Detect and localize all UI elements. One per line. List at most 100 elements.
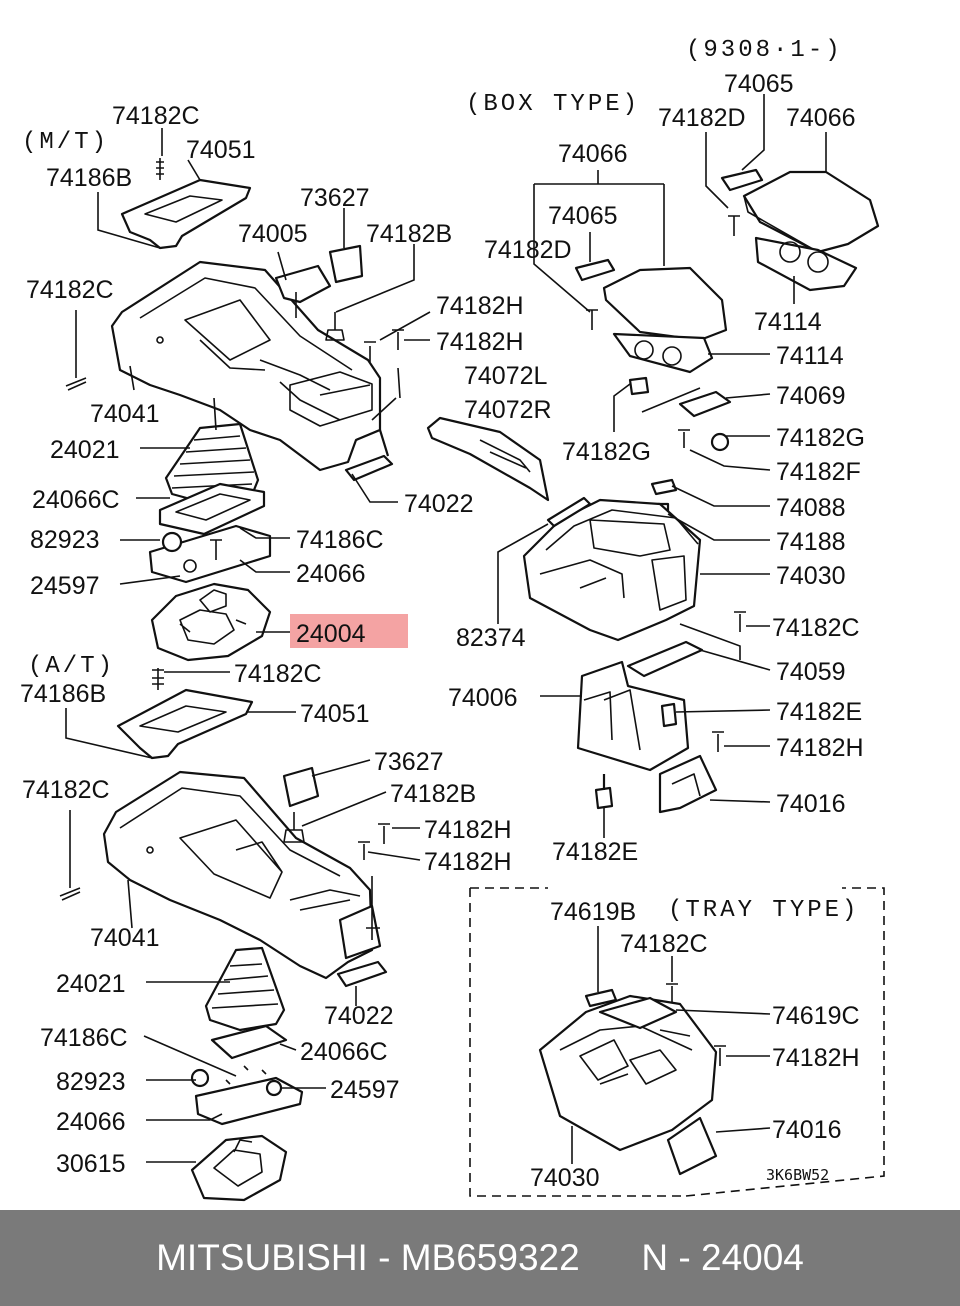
part-label: 24066C <box>300 1038 388 1066</box>
part-24004 <box>150 582 272 662</box>
part-label: 74072L <box>464 362 548 390</box>
tray-type-frame <box>469 887 885 1197</box>
footer-brand: MITSUBISHI <box>156 1237 368 1278</box>
part-label: 74186C <box>40 1024 128 1052</box>
footer-ref: N - 24004 <box>641 1237 804 1278</box>
part-label: 74030 <box>530 1164 600 1192</box>
screw-icon <box>728 215 740 236</box>
part-label: 74051 <box>186 136 256 164</box>
part-label: 82374 <box>456 624 526 652</box>
section-label-box-type: (BOX TYPE) <box>466 91 640 118</box>
screw-icon <box>59 810 81 901</box>
part-label: 74182E <box>776 698 862 726</box>
plate-slot <box>139 705 227 733</box>
part-74059 <box>626 640 704 678</box>
bracket-74016-tray <box>666 1116 718 1176</box>
footer-bar: MITSUBISHI - MB659322 N - 24004 <box>0 1210 960 1306</box>
cup-hole <box>807 251 829 273</box>
screw-icon <box>152 668 164 690</box>
part-label: 74182E <box>552 838 638 866</box>
part-label: 74182C <box>22 776 110 804</box>
part-label: 74041 <box>90 400 160 428</box>
part-label: 74182D <box>658 104 746 132</box>
tray-74114-rear <box>754 236 858 292</box>
strip-74072 <box>426 416 550 502</box>
part-label: 74069 <box>776 382 846 410</box>
part-label: 74182C <box>772 614 860 642</box>
part-label: 74016 <box>772 1116 842 1144</box>
part-74006 <box>576 660 690 772</box>
leader-lines <box>65 94 827 1164</box>
part-label: 74182H <box>436 328 524 356</box>
footer-gap <box>580 1237 642 1279</box>
part-label: 74182G <box>562 438 651 466</box>
screw-icon <box>378 823 390 844</box>
part-label: 74065 <box>724 70 794 98</box>
bracket-74005 <box>274 264 332 304</box>
bracket-74022-mt <box>344 428 394 482</box>
part-label: 24066 <box>56 1108 126 1136</box>
at-assembly <box>59 668 390 1202</box>
part-label: 74114 <box>754 308 822 336</box>
part-label: 74619C <box>772 1002 860 1030</box>
part-label: 74182F <box>776 458 861 486</box>
part-label: 74182C <box>112 102 200 130</box>
screw-icon <box>734 611 746 632</box>
lid-74066-rear <box>742 170 880 254</box>
drawing-code: 3K6BW52 <box>766 1166 829 1184</box>
clip-icon <box>283 812 305 843</box>
screw-icon <box>712 731 724 752</box>
part-label: 74182D <box>484 236 572 264</box>
part-label: 74005 <box>238 220 308 248</box>
plate-screws <box>225 1065 267 1085</box>
part-label: 74182B <box>366 220 452 248</box>
part-label: 74030 <box>776 562 846 590</box>
part-74006-detail <box>583 689 641 751</box>
boot-24021-at <box>204 946 286 1032</box>
cup-hole <box>779 241 801 263</box>
part-label: 74186C <box>296 526 384 554</box>
part-24004-detail <box>179 589 247 645</box>
lever <box>213 397 217 431</box>
console-74030-tray <box>538 994 718 1152</box>
part-label: 74051 <box>300 700 370 728</box>
part-label: 74016 <box>776 790 846 818</box>
bolt-74182g <box>628 376 650 396</box>
part-label: 74182G <box>776 424 865 452</box>
part-label: 73627 <box>300 184 370 212</box>
screw-icon <box>666 983 678 1002</box>
bracket-at <box>338 904 382 960</box>
footer-sep: - <box>367 1237 401 1278</box>
part-label: 74188 <box>776 528 846 556</box>
part-label-highlight: 24004 <box>296 620 366 648</box>
section-label-mt: (M/T) <box>22 129 109 156</box>
cup-hole <box>634 340 654 360</box>
footer-part-number: MB659322 <box>400 1237 580 1278</box>
console-hole <box>146 846 154 854</box>
part-30615-detail <box>213 1139 263 1187</box>
console-tray-detail <box>559 1025 693 1085</box>
screw-icon <box>364 341 376 362</box>
part-label: 74619B <box>550 898 636 926</box>
part-label: 74182C <box>234 660 322 688</box>
mt-assembly <box>65 158 404 662</box>
clip-icon <box>325 312 345 341</box>
part-label: 74182H <box>424 848 512 876</box>
part-label: 24021 <box>56 970 126 998</box>
screw-icon <box>714 1045 726 1066</box>
section-label-at: (A/T) <box>28 653 115 680</box>
screw-icon <box>586 309 598 330</box>
bracket-detail <box>671 773 701 797</box>
part-label: 82923 <box>30 526 100 554</box>
screw-icon <box>156 158 164 180</box>
part-74088 <box>650 478 678 496</box>
clip-74065-front <box>574 258 616 282</box>
boot-folds <box>171 435 255 489</box>
part-label: 74182B <box>390 780 476 808</box>
part-label: 74114 <box>776 342 844 370</box>
part-label: 74182H <box>424 816 512 844</box>
part-label: 74182H <box>436 292 524 320</box>
part-label: 30615 <box>56 1150 126 1178</box>
part-74069 <box>678 390 732 418</box>
part-label: 24066 <box>296 560 366 588</box>
